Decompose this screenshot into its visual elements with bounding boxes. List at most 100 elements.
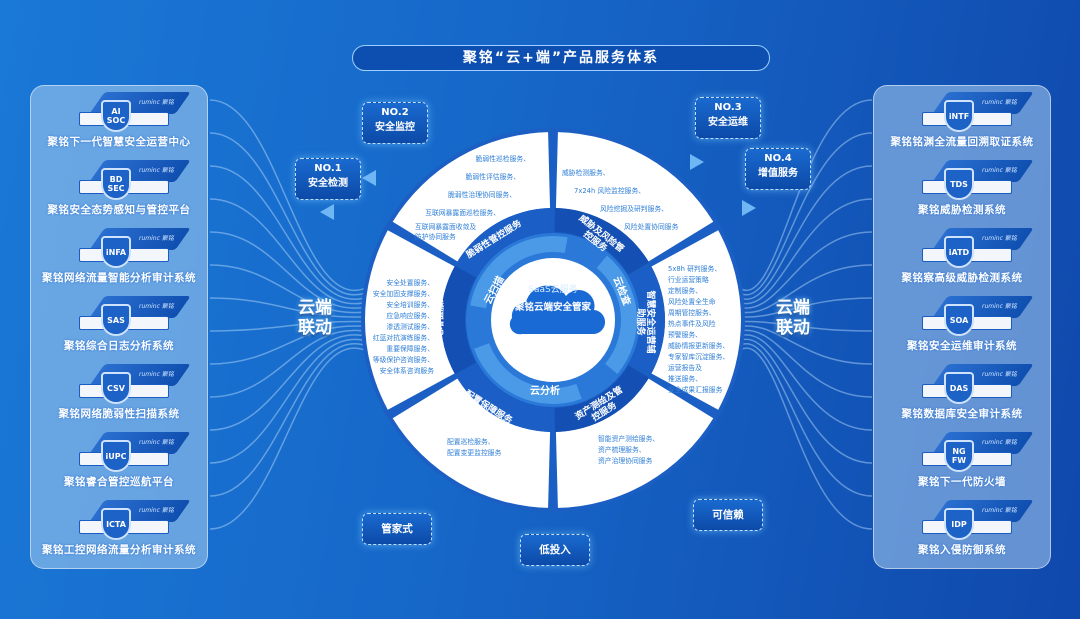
connection-ray (737, 338, 873, 464)
connection-ray (209, 297, 369, 318)
shield-icon: SAS (101, 304, 131, 336)
badge-number: NO.4 (764, 153, 792, 164)
segment-background (364, 230, 455, 410)
badge-number: NO.1 (314, 163, 342, 174)
brand-logo: ruminc 聚铭 (139, 439, 174, 446)
shield-icon: iNFA (101, 236, 131, 268)
service-item: 威胁情报更新服务、 (668, 342, 730, 350)
service-item: 安全成果汇报服务 (668, 386, 723, 394)
connection-ray (209, 343, 369, 497)
service-item: 互联网暴露面巡检服务、 (425, 209, 500, 217)
service-wheel (320, 128, 756, 512)
connection-ray (737, 334, 873, 431)
ring-label-analyze: 云分析 (530, 386, 560, 397)
service-item: 脆弱性评估服务、 (465, 173, 520, 181)
service-item: 红蓝对抗演练服务、 (372, 334, 434, 342)
service-item: 行业运营策略 (668, 276, 709, 284)
cloud-edge-link-left: 云端 联动 (298, 298, 332, 338)
brand-logo: ruminc 聚铭 (139, 235, 174, 242)
connection-ray (209, 329, 369, 398)
connection-ray (737, 99, 873, 291)
product-name: 聚铭下一代智慧安全运营中心 (47, 136, 191, 148)
service-item: 定制服务、 (668, 287, 702, 295)
service-item: 互联网暴露面收敛及 防护协同服务 (415, 223, 477, 241)
service-item: 风险处置协同服务 (624, 223, 679, 231)
connection-ray (737, 347, 873, 530)
shield-icon: DAS (944, 372, 974, 404)
segment-label-local: 本地增值服务 (435, 293, 446, 348)
shield-icon: ICTA (101, 508, 131, 540)
feature-butler: 管家式 (362, 513, 432, 545)
shield-icon: NG FW (944, 440, 974, 472)
connection-ray (737, 320, 873, 332)
service-item: 智能资产测绘服务、 (598, 435, 660, 443)
feature-trusted: 可信赖 (693, 499, 763, 531)
connection-ray (209, 347, 369, 530)
connection-ray (737, 264, 873, 314)
segment-config-list: 配置巡检服务、 配置变更监控服务 (447, 437, 501, 459)
segment-label-band (456, 365, 552, 432)
connection-ray (209, 132, 369, 296)
connection-ray (737, 297, 873, 318)
brand-logo: ruminc 聚铭 (139, 303, 174, 310)
shield-icon: iNTF (944, 100, 974, 132)
product-name: 聚铭安全运维审计系统 (907, 340, 1017, 352)
service-item: 预警服务、 (668, 331, 702, 339)
connection-ray (737, 132, 873, 296)
cloud-icon (509, 285, 606, 335)
segment-operations-list: 5x8h 研判服务、行业运营策略定制服务、风险处置全生命周期管控服务、热点事件及… (668, 264, 729, 396)
center-title: 聚铭云端安全管家 (514, 302, 591, 313)
connection-ray (737, 165, 873, 300)
connection-ray (209, 338, 369, 464)
connection-ray (737, 198, 873, 305)
connection-ray (209, 334, 369, 431)
service-item: 热点事件及风险 (668, 320, 716, 328)
page-title: 聚铭“云+端”产品服务体系 (352, 45, 770, 71)
triangle-icon (362, 170, 376, 186)
connection-rays (209, 99, 873, 530)
badge-name: 安全监控 (375, 122, 415, 133)
connection-ray (209, 264, 369, 314)
segment-background (555, 132, 714, 262)
product-name: 聚铭数据库安全审计系统 (901, 408, 1023, 420)
product-name: 聚铭睿合管控巡航平台 (64, 476, 174, 488)
segment-label-band (441, 265, 477, 375)
product-name: 聚铭综合日志分析系统 (64, 340, 174, 352)
product-name: 聚铭入侵防御系统 (918, 544, 1006, 556)
brand-logo: ruminc 聚铭 (139, 167, 174, 174)
service-item: 风险处置全生命 (668, 298, 716, 306)
cycle-arrow (470, 236, 568, 309)
service-item: 等级保护咨询服务、 (372, 356, 434, 364)
segment-label-band (554, 208, 650, 275)
brand-logo: ruminc 聚铭 (982, 303, 1017, 310)
brand-logo: ruminc 聚铭 (982, 167, 1017, 174)
segment-background (555, 378, 714, 508)
appliance-icon: ruminc 聚铭 SAS (79, 296, 191, 336)
brand-logo: ruminc 聚铭 (982, 371, 1017, 378)
product-name: 聚铭铭渊全流量回溯取证系统 (890, 136, 1034, 148)
segment-label-band (554, 365, 650, 432)
badge-name: 安全检测 (308, 178, 348, 189)
service-item: 专家智库沉淀服务、 (668, 353, 730, 361)
service-item: 资产治理协同服务 (598, 457, 653, 465)
connection-ray (209, 165, 369, 300)
product-name: 聚铭网络流量智能分析审计系统 (42, 272, 196, 284)
service-item: 周期管控服务、 (668, 309, 716, 317)
badge-name: 安全运维 (708, 117, 748, 128)
product-item: ruminc 聚铭 DAS 聚铭数据库安全审计系统 (874, 362, 1050, 430)
product-name: 聚铭安全态势感知与管控平台 (47, 204, 191, 216)
service-item: 配置变更监控服务 (447, 449, 502, 457)
service-item: 渗透测试服务、 (386, 323, 434, 331)
service-item: 运营报告及 (668, 364, 702, 372)
